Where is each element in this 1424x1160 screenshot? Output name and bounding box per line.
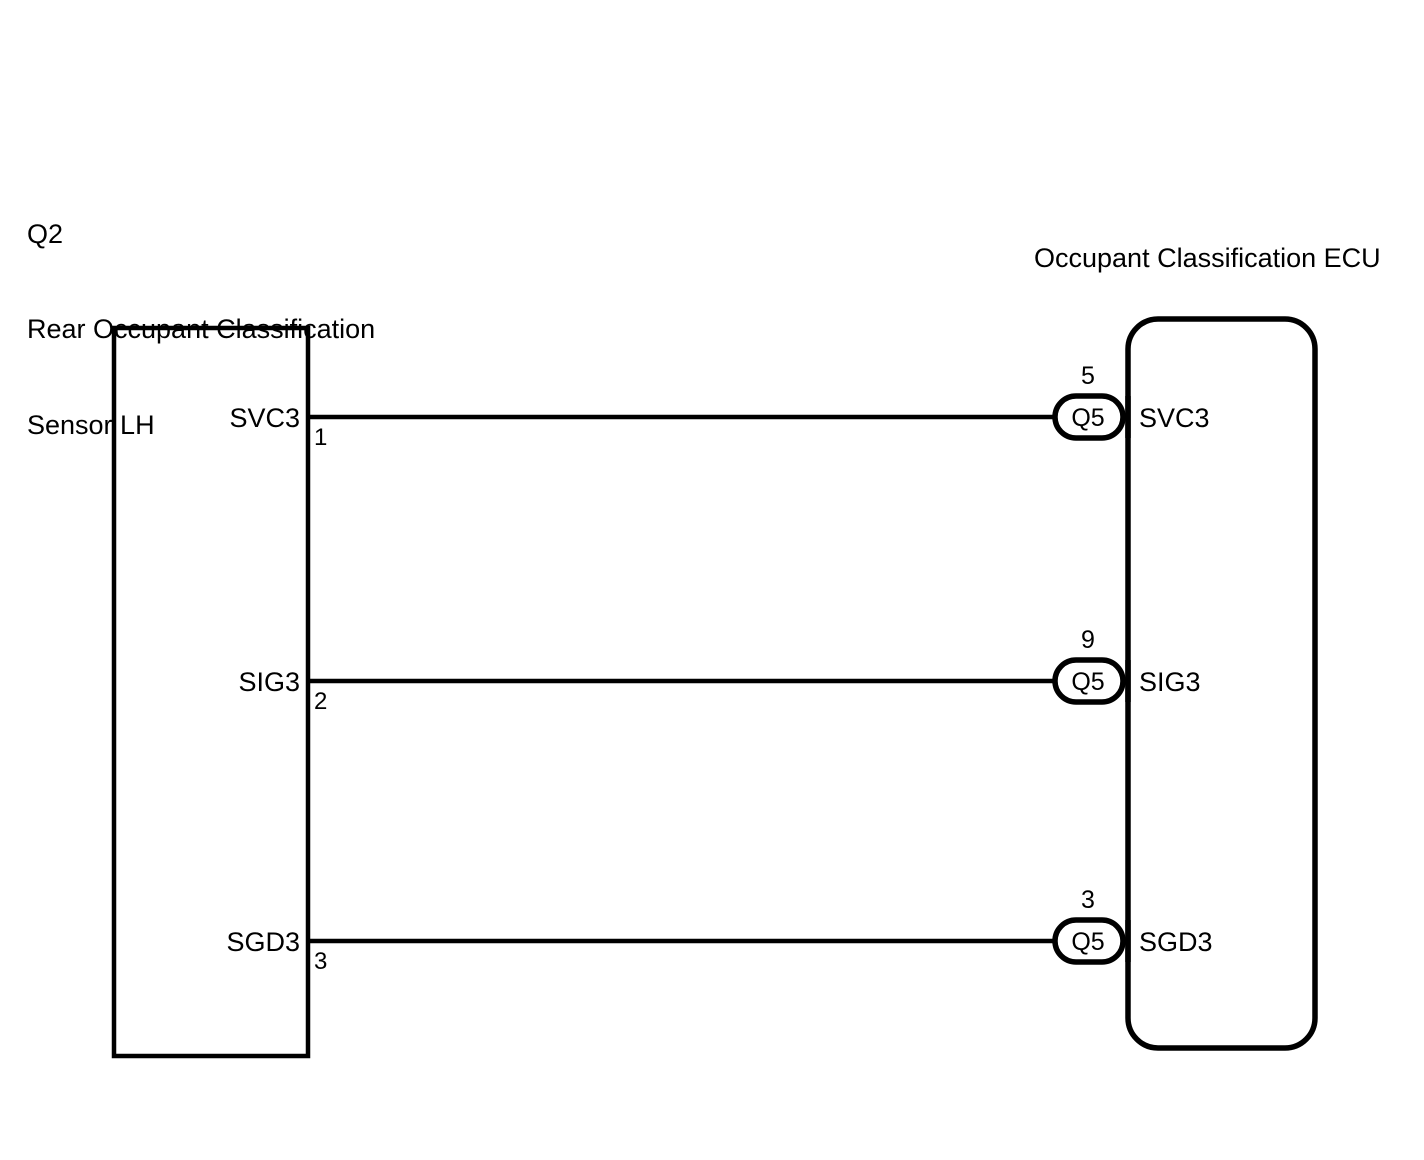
connector-label-1: Q5 [1071,404,1105,432]
left-signal-label-1: SVC3 [229,403,300,433]
connector-label-2: Q5 [1071,668,1105,696]
connector-oval-sig3 [1052,657,1126,705]
ecu-signal-label-3: SGD3 [1139,927,1213,957]
right-component-title: Occupant Classification ECU [1034,243,1381,273]
left-component-box [111,325,311,1059]
left-component-code: Q2 [27,218,64,249]
left-pin-number-2: 2 [314,688,328,715]
ecu-signal-label-1: SVC3 [1139,403,1210,433]
left-component-name-line1: Rear Occupant Classification [27,314,376,345]
ecu-pin-number-2: 9 [1081,626,1095,654]
left-signal-label-3: SGD3 [226,927,300,957]
connector-label-3: Q5 [1071,928,1105,956]
ecu-pin-number-1: 5 [1081,362,1095,390]
ecu-signal-label-2: SIG3 [1139,667,1201,697]
ecu-pin-number-3: 3 [1081,886,1095,914]
left-component-title: Q2 Rear Occupant Classification Sensor L… [27,155,375,505]
left-signal-label-2: SIG3 [238,667,300,697]
connector-oval-sgd3 [1052,917,1126,965]
left-component-name-line2: Sensor LH [27,409,155,440]
connector-oval-svc3 [1052,393,1126,441]
left-pin-number-3: 3 [314,948,328,975]
left-pin-number-1: 1 [314,424,328,451]
